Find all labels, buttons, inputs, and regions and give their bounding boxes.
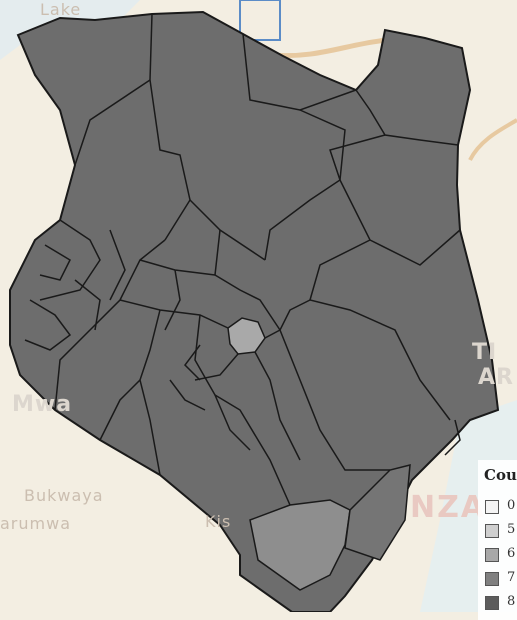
basemap-label-ar: AR	[478, 365, 514, 390]
legend-title: Cou	[484, 466, 517, 484]
basemap-label-ti: TI	[472, 340, 498, 365]
legend-label: 0	[507, 498, 516, 513]
legend-swatch	[485, 548, 499, 562]
legend-swatch	[485, 524, 499, 538]
inset-frame	[239, 0, 281, 41]
basemap-label-kis: Kis	[205, 512, 232, 531]
map-legend: Cou 0 5 6 7 8	[478, 460, 517, 620]
legend-swatch	[485, 500, 499, 514]
legend-label: 8	[507, 594, 516, 609]
legend-swatch	[485, 572, 499, 586]
legend-label: 6	[507, 546, 516, 561]
basemap-label-tanzania: NZA	[410, 490, 487, 525]
basemap-label-arumwa: arumwa	[0, 514, 71, 533]
legend-label: 5	[507, 522, 516, 537]
county-highlighted[interactable]	[227, 317, 266, 355]
legend-label: 7	[507, 570, 516, 585]
basemap-label-bukwaya: Bukwaya	[24, 486, 104, 505]
basemap-label-lake: Lake	[40, 0, 82, 19]
lake-area	[0, 0, 140, 60]
county-borders	[24, 13, 461, 506]
basemap-label-mwa: Mwa	[12, 392, 73, 417]
basemap-road	[468, 118, 517, 161]
kenya-outline[interactable]	[9, 10, 500, 612]
legend-swatch	[485, 596, 499, 610]
